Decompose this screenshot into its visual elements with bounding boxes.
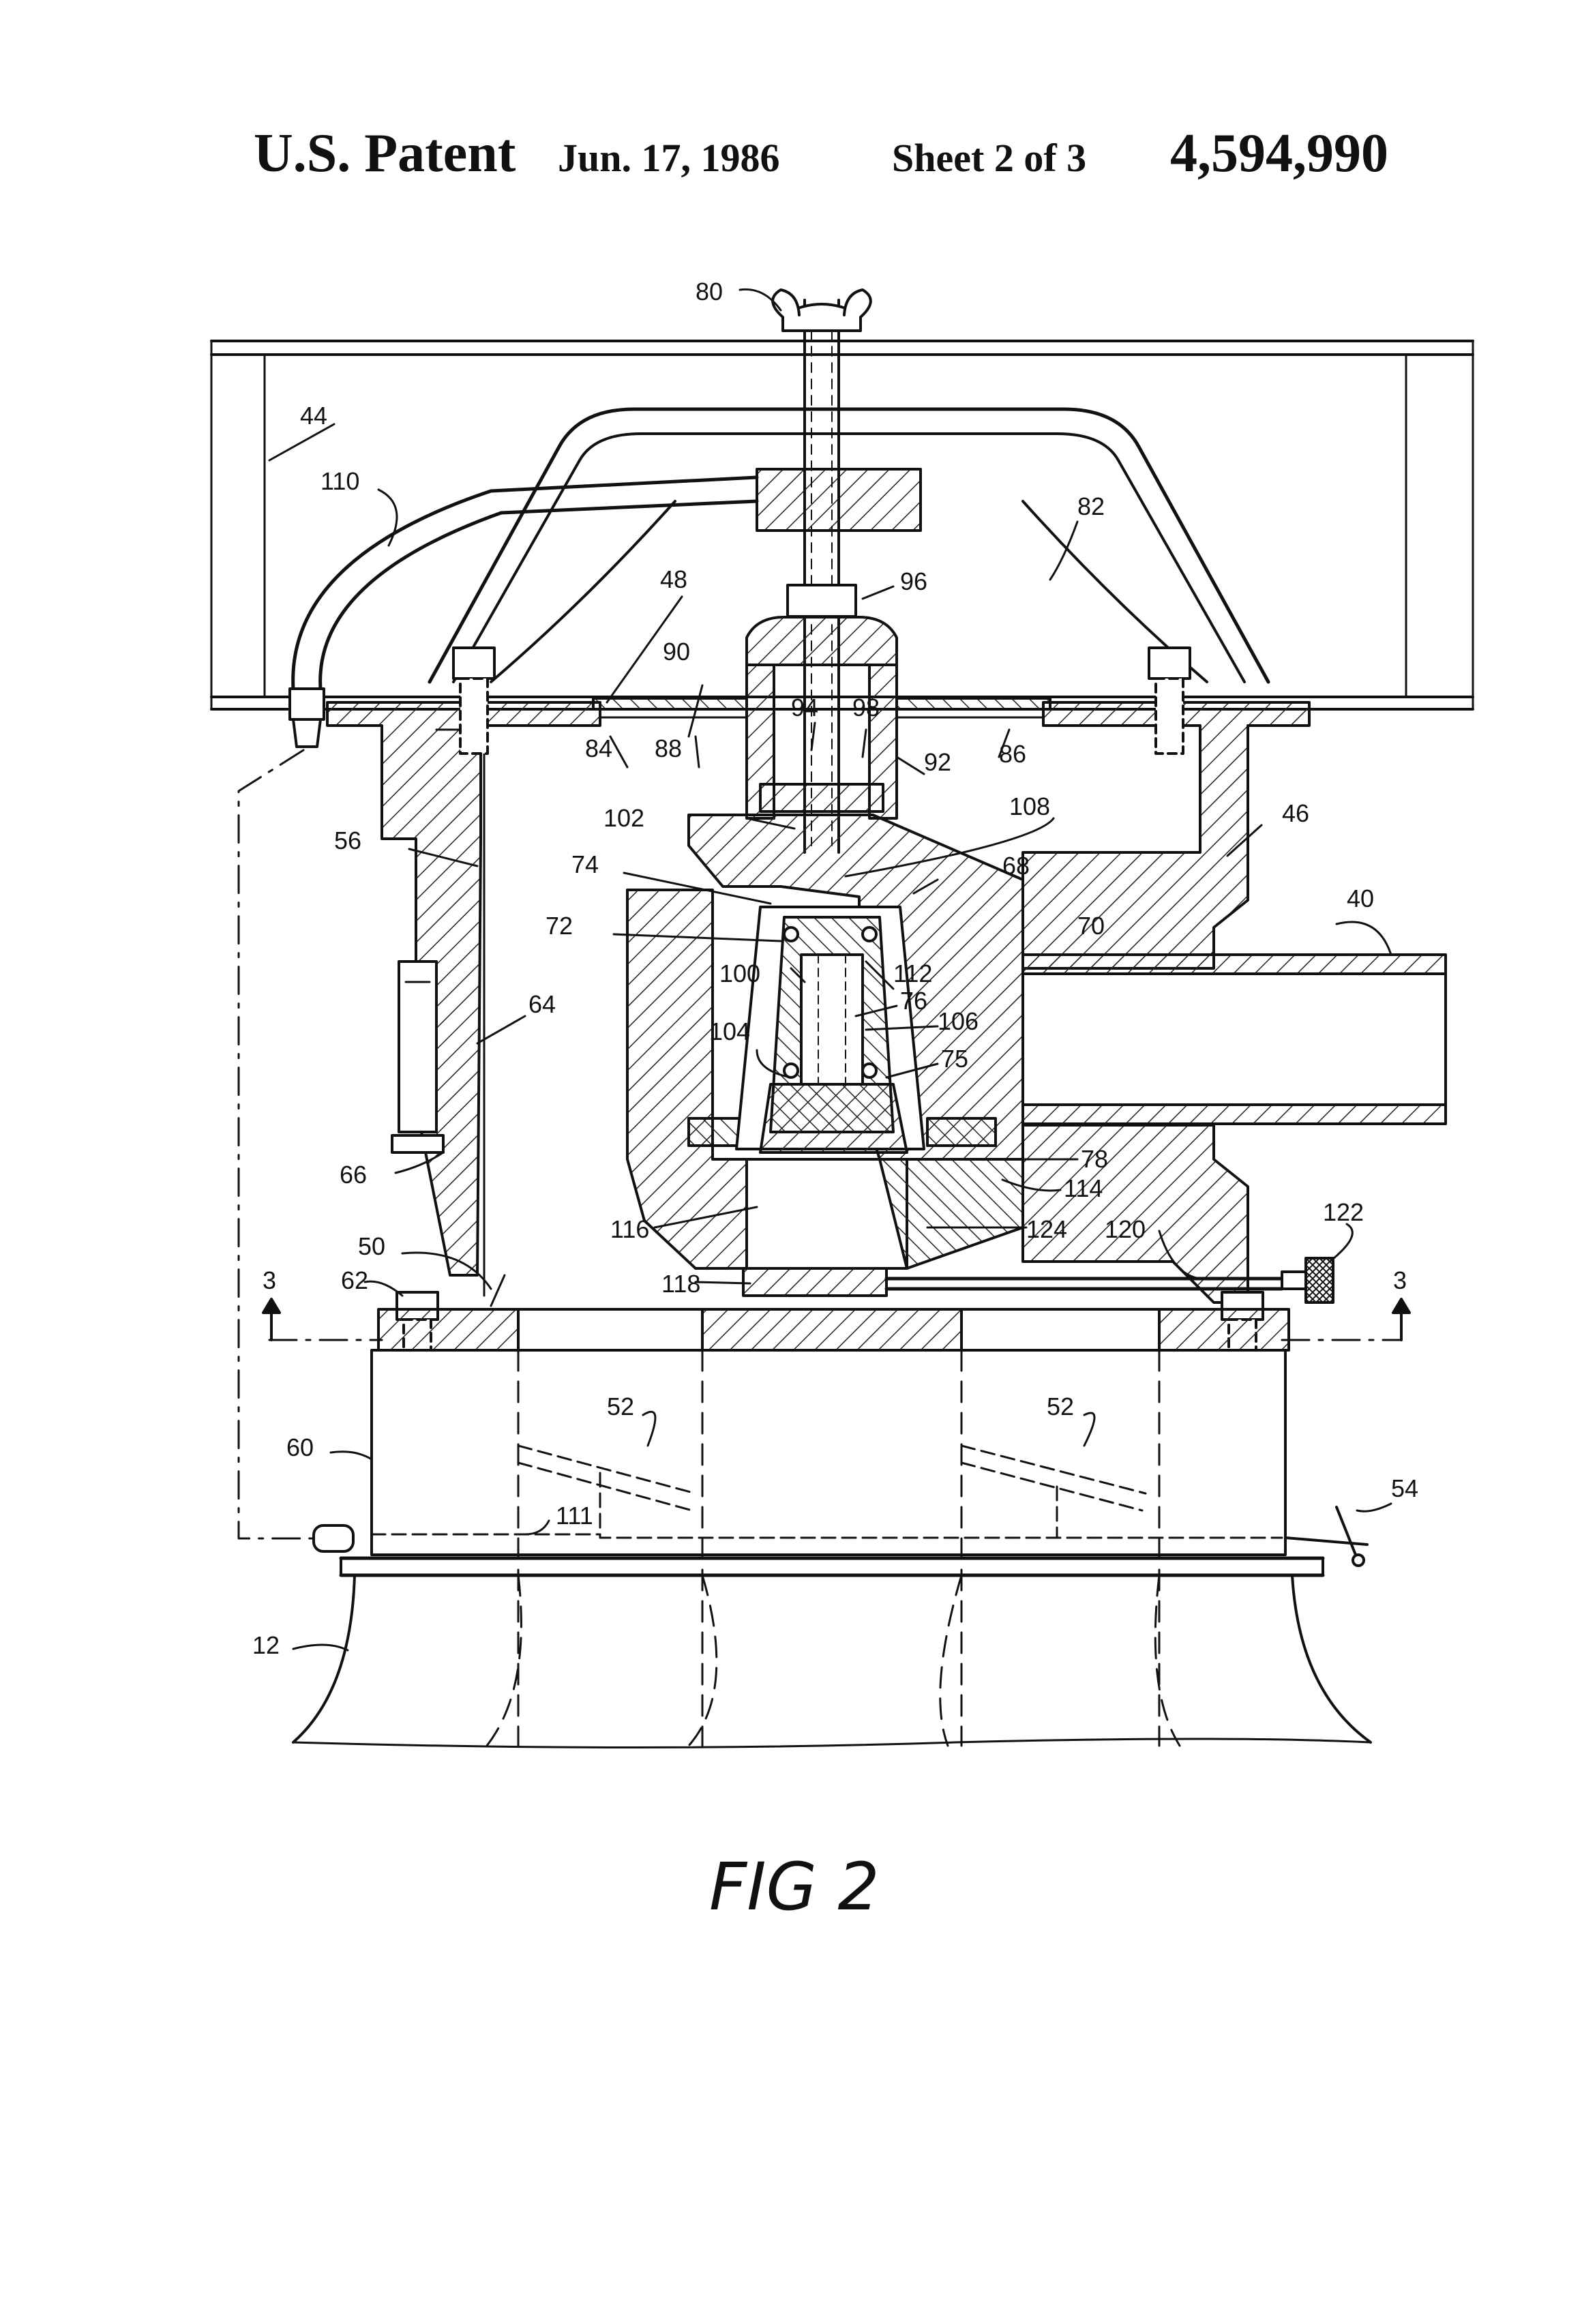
pneumatic-line — [239, 750, 314, 1538]
ref-88: 88 — [655, 734, 682, 762]
ref-12: 12 — [252, 1631, 280, 1659]
ref-92: 92 — [924, 748, 951, 776]
ref-80: 80 — [696, 278, 723, 306]
base-plate — [378, 1309, 1289, 1350]
ref-122: 122 — [1323, 1198, 1364, 1226]
ref-74: 74 — [571, 850, 599, 878]
ref-84: 84 — [585, 734, 612, 762]
ref-72: 72 — [546, 912, 573, 940]
ref-110: 110 — [320, 467, 359, 495]
spool-72 — [736, 907, 924, 1152]
outlet-pipe-40 — [1023, 955, 1446, 1124]
ref-54: 54 — [1391, 1474, 1418, 1502]
ref-46: 46 — [1282, 799, 1309, 827]
ref-98: 98 — [852, 694, 880, 721]
ref-96: 96 — [900, 567, 927, 595]
knob-122 — [1306, 1258, 1333, 1302]
nut-96 — [788, 585, 856, 616]
ref-82: 82 — [1077, 492, 1105, 520]
ref-116: 116 — [610, 1215, 649, 1243]
ref-56: 56 — [334, 826, 361, 854]
ref-120: 120 — [1105, 1215, 1146, 1243]
ref-3-right: 3 — [1393, 1266, 1407, 1294]
ref-78: 78 — [1081, 1145, 1108, 1173]
ref-76: 76 — [900, 987, 927, 1015]
ref-3-left: 3 — [263, 1266, 276, 1294]
manifold-60 — [314, 1350, 1323, 1746]
ref-118: 118 — [661, 1270, 700, 1298]
ref-50: 50 — [358, 1232, 385, 1260]
ref-106: 106 — [938, 1007, 979, 1035]
ref-68: 68 — [1002, 852, 1030, 880]
ref-52-right: 52 — [1047, 1392, 1074, 1420]
threaded-rod — [773, 290, 871, 852]
ref-70: 70 — [1077, 912, 1105, 940]
ref-60: 60 — [286, 1433, 314, 1461]
ref-86: 86 — [999, 740, 1026, 768]
ref-104: 104 — [709, 1017, 750, 1045]
ref-114: 114 — [1064, 1174, 1103, 1202]
ref-75: 75 — [941, 1045, 968, 1073]
ref-90: 90 — [663, 638, 690, 666]
ref-112: 112 — [893, 959, 932, 987]
ref-44: 44 — [300, 402, 327, 430]
ref-52-left: 52 — [607, 1392, 634, 1420]
ref-100: 100 — [719, 959, 760, 987]
hopper-12 — [293, 1575, 1371, 1749]
ref-64: 64 — [528, 990, 556, 1018]
ref-62: 62 — [341, 1266, 368, 1294]
ref-124: 124 — [1026, 1215, 1067, 1243]
ref-94: 94 — [791, 694, 818, 721]
ref-40: 40 — [1347, 884, 1374, 912]
ref-108: 108 — [1009, 792, 1050, 820]
ref-111: 111 — [556, 1502, 593, 1530]
ref-66: 66 — [340, 1161, 367, 1189]
ref-102: 102 — [603, 804, 644, 832]
figure-caption: FIG 2 — [709, 1849, 880, 1925]
ref-48: 48 — [660, 565, 687, 593]
